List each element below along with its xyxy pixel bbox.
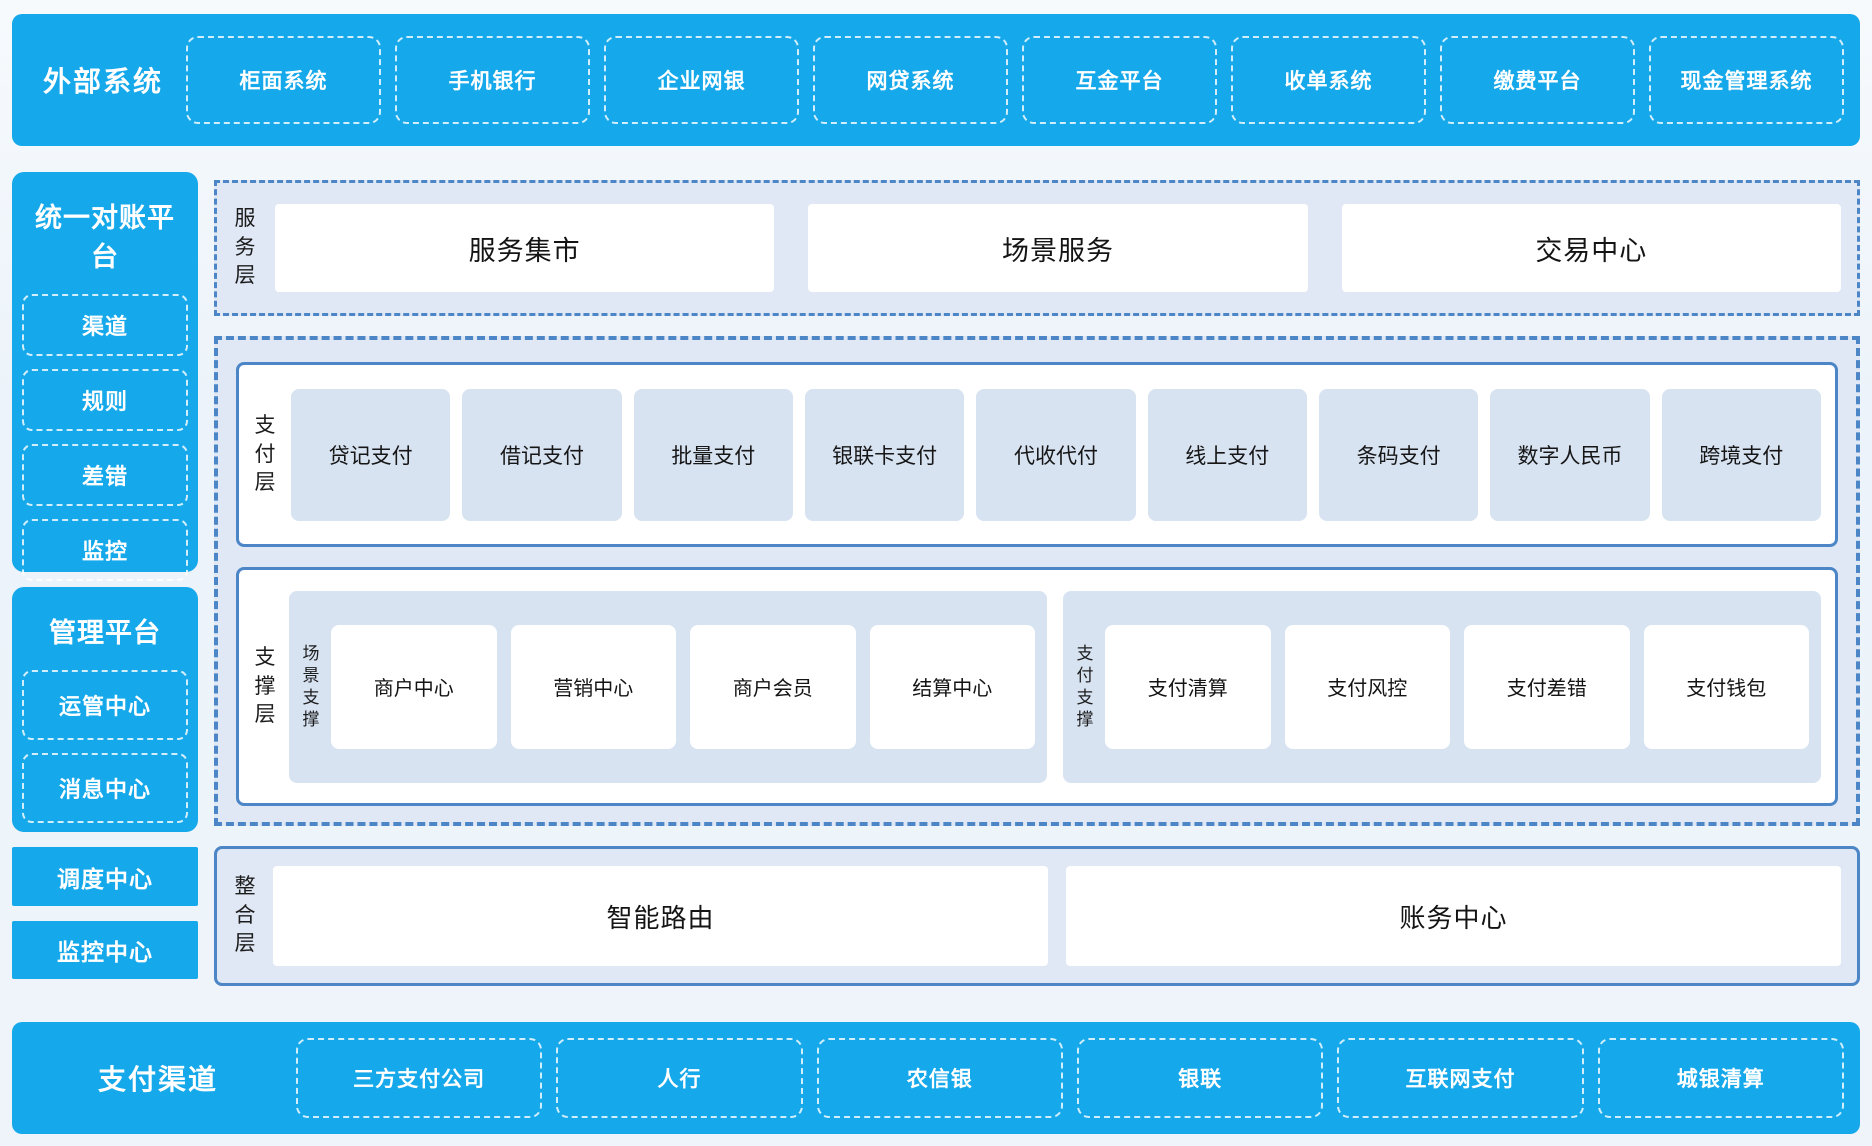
payment-item: 批量支付: [633, 388, 793, 521]
scene-support-item: 结算中心: [869, 624, 1035, 749]
support-layer-groups: 场景支撑 商户中心 营销中心 商户会员 结算中心 支付支撑 支付清算: [289, 590, 1821, 783]
payment-support-item: 支付风控: [1284, 624, 1450, 749]
reconciliation-item: 渠道: [22, 294, 188, 356]
reconciliation-item: 规则: [22, 369, 188, 431]
payment-channel-item: 农信银: [816, 1038, 1063, 1118]
scene-support-label: 场景支撑: [302, 643, 320, 729]
reconciliation-item: 差错: [22, 444, 188, 506]
payment-channels-title: 支付渠道: [97, 1064, 218, 1095]
scene-support-item: 营销中心: [510, 624, 676, 749]
reconciliation-platform-panel: 统一对账平台 渠道 规则 差错 监控: [12, 172, 198, 581]
service-item: 场景服务: [808, 204, 1308, 292]
integration-item: 账务中心: [1066, 866, 1841, 966]
payment-support-item: 支付差错: [1464, 624, 1630, 749]
reconciliation-items: 渠道 规则 差错 监控: [22, 294, 188, 581]
service-item: 服务集市: [275, 204, 775, 292]
payment-channels-bar: 支付渠道 三方支付公司 人行 农信银 银联 互联网支付 城银清算: [12, 1022, 1860, 1134]
reconciliation-item: 监控: [22, 519, 188, 581]
middle-region: 统一对账平台 渠道 规则 差错 监控 管理平台 运管中心 消息中心 调度中心 监…: [12, 172, 1860, 986]
reconciliation-platform-title: 统一对账平台: [35, 203, 175, 272]
scene-support-item: 商户中心: [331, 624, 497, 749]
payment-item: 代收代付: [976, 388, 1136, 521]
left-sidebar: 统一对账平台 渠道 规则 差错 监控 管理平台 运管中心 消息中心 调度中心 监…: [12, 172, 198, 984]
payment-channel-item: 城银清算: [1597, 1038, 1844, 1118]
external-system-item: 柜面系统: [186, 36, 381, 124]
payment-support-items: 支付清算 支付风控 支付差错 支付钱包: [1105, 624, 1809, 749]
payment-item: 贷记支付: [291, 388, 451, 521]
external-systems-items: 柜面系统 手机银行 企业网银 网贷系统 互金平台 收单系统 缴费平台 现金管理系…: [186, 36, 1844, 124]
scene-support-group: 场景支撑 商户中心 营销中心 商户会员 结算中心: [289, 590, 1047, 783]
payment-support-item: 支付清算: [1105, 624, 1271, 749]
payment-item: 线上支付: [1147, 388, 1307, 521]
payment-channel-item: 银联: [1076, 1038, 1324, 1118]
payment-channel-item: 三方支付公司: [296, 1038, 543, 1118]
payment-layer-label: 支付层: [254, 414, 276, 494]
payment-support-item: 支付钱包: [1643, 624, 1809, 749]
external-system-item: 互金平台: [1022, 36, 1217, 124]
integration-layer-items: 智能路由 账务中心: [273, 866, 1841, 966]
external-systems-title: 外部系统: [42, 66, 163, 97]
integration-item: 智能路由: [273, 866, 1048, 966]
support-layer-section: 支撑层 场景支撑 商户中心 营销中心 商户会员 结算中心: [236, 567, 1838, 806]
core-layers-group: 支付层 贷记支付 借记支付 批量支付 银联卡支付 代收代付 线上支付 条码支付 …: [214, 336, 1860, 826]
management-items: 运管中心 消息中心: [22, 670, 188, 823]
payment-item: 数字人民币: [1490, 388, 1650, 521]
support-layer-label: 支撑层: [254, 646, 276, 726]
monitor-center-box: 监控中心: [12, 921, 198, 979]
management-item: 消息中心: [22, 753, 188, 823]
service-item: 交易中心: [1341, 204, 1841, 292]
payment-channel-item: 互联网支付: [1337, 1038, 1584, 1118]
external-system-item: 网贷系统: [813, 36, 1008, 124]
external-systems-bar: 外部系统 柜面系统 手机银行 企业网银 网贷系统 互金平台 收单系统 缴费平台 …: [12, 14, 1860, 146]
scene-support-items: 商户中心 营销中心 商户会员 结算中心: [331, 624, 1035, 749]
service-layer-section: 服务层 服务集市 场景服务 交易中心: [214, 180, 1860, 316]
scene-support-item: 商户会员: [690, 624, 856, 749]
dispatch-center-box: 调度中心: [12, 847, 198, 906]
service-layer-items: 服务集市 场景服务 交易中心: [275, 204, 1841, 292]
management-platform-panel: 管理平台 运管中心 消息中心: [12, 587, 198, 832]
external-system-item: 收单系统: [1231, 36, 1426, 124]
external-system-item: 企业网银: [604, 36, 799, 124]
payment-channel-item: 人行: [556, 1038, 803, 1118]
integration-layer-section: 整合层 智能路由 账务中心: [214, 846, 1860, 986]
management-platform-title: 管理平台: [49, 618, 161, 648]
external-system-item: 缴费平台: [1440, 36, 1635, 124]
payment-layer-items: 贷记支付 借记支付 批量支付 银联卡支付 代收代付 线上支付 条码支付 数字人民…: [291, 388, 1821, 521]
payment-support-label: 支付支撑: [1076, 643, 1094, 729]
payment-item: 跨境支付: [1661, 388, 1821, 521]
payment-channels-items: 三方支付公司 人行 农信银 银联 互联网支付 城银清算: [296, 1038, 1844, 1118]
payment-item: 条码支付: [1318, 388, 1479, 521]
service-layer-label: 服务层: [234, 207, 256, 288]
payment-item: 银联卡支付: [804, 388, 965, 521]
payment-support-group: 支付支撑 支付清算 支付风控 支付差错 支付钱包: [1063, 590, 1821, 783]
main-layers-column: 服务层 服务集市 场景服务 交易中心 支付层 贷记支付 借记支付 批量支付 银联…: [214, 172, 1860, 986]
payment-layer-section: 支付层 贷记支付 借记支付 批量支付 银联卡支付 代收代付 线上支付 条码支付 …: [236, 362, 1838, 548]
management-item: 运管中心: [22, 670, 188, 740]
payment-item: 借记支付: [462, 388, 622, 521]
integration-layer-label: 整合层: [234, 875, 256, 956]
external-system-item: 现金管理系统: [1649, 36, 1844, 124]
external-system-item: 手机银行: [395, 36, 590, 124]
